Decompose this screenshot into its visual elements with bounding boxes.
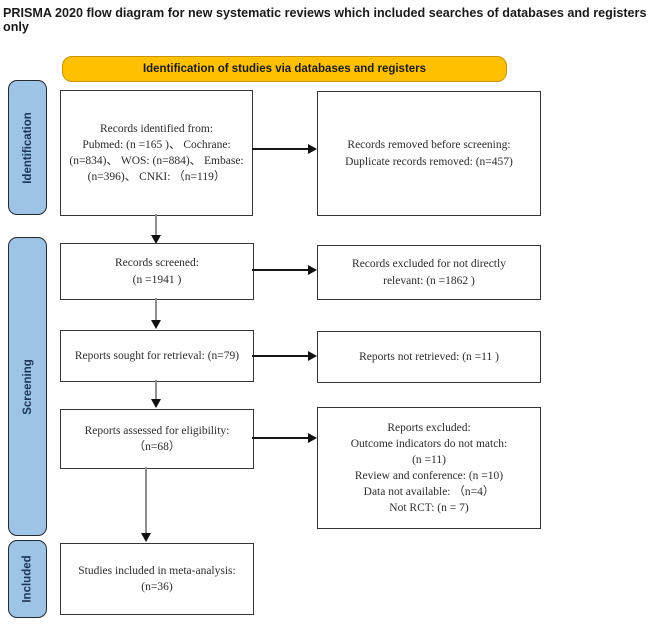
- arrowhead-down-icon: [151, 320, 161, 329]
- box-studies-included: Studies included in meta-analysis: (n=36…: [60, 543, 254, 615]
- stage-label-identification-text: Identification: [21, 111, 34, 184]
- identification-banner: Identification of studies via databases …: [62, 56, 507, 82]
- box-reports-excluded: Reports excluded: Outcome indicators do …: [317, 407, 541, 529]
- box-reports-not-retrieved-text: Reports not retrieved: (n =11 ): [359, 350, 499, 363]
- arrowhead-down-icon: [141, 533, 151, 542]
- box-records-identified-text: Records identified from: Pubmed: (n =165…: [69, 122, 244, 184]
- box-records-screened-text: Records screened: (n =1941 ): [115, 257, 199, 286]
- box-records-removed: Records removed before screening: Duplic…: [317, 91, 541, 216]
- arrow-line: [252, 269, 309, 271]
- arrowhead-down-icon: [151, 235, 161, 244]
- box-reports-excluded-text: Reports excluded: Outcome indicators do …: [350, 421, 508, 515]
- page-title: PRISMA 2020 flow diagram for new systema…: [3, 6, 647, 34]
- box-records-removed-text: Records removed before screening: Duplic…: [345, 139, 513, 168]
- box-records-excluded-text: Records excluded for not directly releva…: [352, 258, 506, 287]
- arrowhead-right-icon: [308, 433, 317, 443]
- box-records-excluded: Records excluded for not directly releva…: [317, 245, 541, 300]
- stage-label-identification: Identification: [8, 80, 47, 215]
- box-studies-included-text: Studies included in meta-analysis: (n=36…: [78, 564, 236, 593]
- box-reports-assessed-text: Reports assessed for eligibility: （n=68）: [84, 424, 230, 453]
- box-reports-sought-text: Reports sought for retrieval: (n=79): [74, 349, 240, 362]
- stage-label-screening: Screening: [8, 237, 47, 536]
- arrowhead-right-icon: [308, 351, 317, 361]
- box-records-identified: Records identified from: Pubmed: (n =165…: [60, 90, 253, 216]
- arrow-line: [155, 214, 157, 236]
- box-reports-sought: Reports sought for retrieval: (n=79): [60, 330, 254, 382]
- arrow-line: [145, 467, 147, 535]
- stage-label-included: Included: [8, 540, 47, 618]
- arrowhead-down-icon: [151, 399, 161, 408]
- box-reports-not-retrieved: Reports not retrieved: (n =11 ): [317, 331, 541, 383]
- box-reports-assessed: Reports assessed for eligibility: （n=68）: [60, 409, 254, 469]
- arrowhead-right-icon: [308, 265, 317, 275]
- arrow-line: [155, 298, 157, 321]
- arrow-line: [155, 380, 157, 401]
- arrow-line: [252, 437, 309, 439]
- arrow-line: [252, 148, 309, 150]
- box-records-screened: Records screened: (n =1941 ): [60, 243, 254, 300]
- stage-label-included-text: Included: [21, 555, 34, 603]
- arrow-line: [252, 355, 309, 357]
- stage-label-screening-text: Screening: [21, 358, 34, 415]
- arrowhead-right-icon: [308, 144, 317, 154]
